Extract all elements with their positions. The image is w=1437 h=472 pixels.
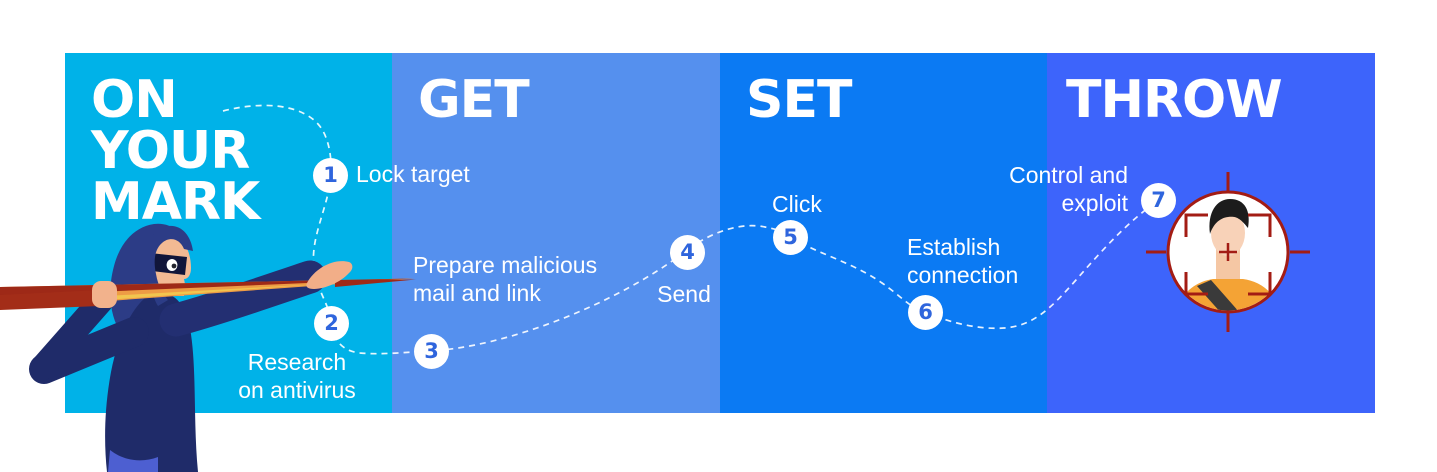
step-label-lock-target: Lock target (356, 161, 470, 187)
step-label-click: Click (772, 191, 822, 217)
step-badge-5: 5 (773, 220, 808, 255)
step-label-establish-connection: Establish connection (907, 234, 1019, 288)
step-badge-7: 7 (1141, 183, 1176, 218)
step-label-research-antivirus: Research on antivirus (238, 349, 356, 403)
step-badge-6: 6 (908, 295, 943, 330)
panel-title-throw: THROW (1066, 70, 1283, 130)
step-badge-3: 3 (414, 334, 449, 369)
panel-title-set: SET (746, 70, 852, 130)
panel-throw: THROW (1047, 53, 1375, 413)
step-badge-1: 1 (313, 158, 348, 193)
step-label-prepare-mail: Prepare malicious mail and link (413, 252, 598, 306)
step-badge-4: 4 (670, 235, 705, 270)
step-label-control-exploit: Control and exploit (1009, 162, 1128, 216)
panel-title-on-your-mark: ON YOUR MARK (91, 70, 260, 232)
attacker-pants (108, 450, 158, 472)
step-label-send: Send (657, 281, 711, 307)
step-badge-2: 2 (314, 306, 349, 341)
panel-title-get: GET (418, 70, 530, 130)
